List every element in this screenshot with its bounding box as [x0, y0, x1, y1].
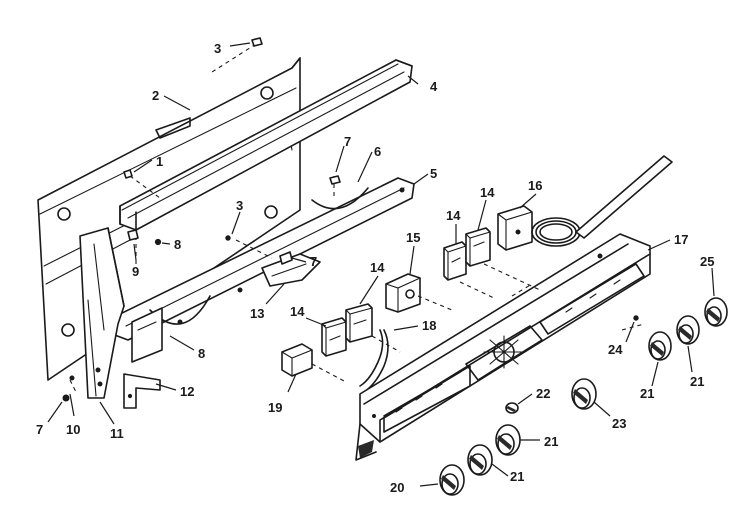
angle-bracket	[123, 373, 161, 409]
knob-21-right-upper	[676, 315, 700, 345]
knob-20	[439, 464, 465, 496]
back-panel	[37, 57, 301, 381]
callout-18: 18	[422, 318, 436, 333]
callout-7-upper: 7	[344, 134, 351, 149]
thermostat	[497, 155, 673, 251]
callout-11: 11	[110, 426, 124, 441]
leader-lines	[47, 42, 715, 487]
callout-14-d: 14	[290, 304, 305, 319]
callout-21-d: 21	[510, 469, 524, 484]
knob-21-mid	[495, 424, 521, 456]
knob-25	[704, 297, 728, 327]
control-panel	[355, 233, 651, 461]
callout-3-mid: 3	[236, 198, 243, 213]
assembly-lines	[69, 43, 645, 393]
callout-17: 17	[674, 232, 688, 247]
callout-25: 25	[700, 254, 714, 269]
callout-13: 13	[250, 306, 264, 321]
infinite-switch-upper	[443, 227, 491, 281]
knob-23	[571, 378, 597, 410]
side-support	[79, 227, 125, 399]
control-bracket	[111, 177, 415, 363]
callout-21-a: 21	[640, 386, 654, 401]
terminal-block	[281, 343, 313, 377]
screws	[62, 37, 639, 402]
knob-21-right-lower	[648, 331, 672, 361]
callout-8-upper: 8	[174, 237, 181, 252]
callout-23: 23	[612, 416, 626, 431]
callout-14-a: 14	[446, 208, 461, 223]
callout-9: 9	[132, 264, 139, 279]
knob-22	[505, 402, 519, 414]
callout-14-b: 14	[480, 185, 495, 200]
callout-5: 5	[430, 166, 437, 181]
callout-14-c: 14	[370, 260, 385, 275]
callout-21-b: 21	[690, 374, 704, 389]
callout-21-c: 21	[544, 434, 558, 449]
clock-module	[385, 273, 421, 313]
top-trim-rail	[119, 59, 413, 231]
callout-7-lower: 7	[36, 422, 43, 437]
callout-22: 22	[536, 386, 550, 401]
wire-harness	[359, 329, 389, 393]
callout-12: 12	[180, 384, 194, 399]
callout-7-mid: 7	[310, 254, 317, 269]
callout-2: 2	[152, 88, 159, 103]
callout-4: 4	[430, 79, 438, 94]
callout-6: 6	[374, 144, 381, 159]
callout-24: 24	[608, 342, 623, 357]
callout-20: 20	[390, 480, 404, 495]
callout-labels: 3 2 4 1 7 6 5 3 8 9 7 13 8 12 7 10 11 14…	[36, 41, 714, 495]
callout-16: 16	[528, 178, 542, 193]
callout-8-lower: 8	[198, 346, 205, 361]
callout-15: 15	[406, 230, 420, 245]
callout-19: 19	[268, 400, 282, 415]
knob-21-low	[467, 444, 493, 476]
callout-10: 10	[66, 422, 80, 437]
infinite-switch-lower	[321, 303, 373, 357]
callout-1: 1	[156, 154, 163, 169]
callout-3-top: 3	[214, 41, 221, 56]
